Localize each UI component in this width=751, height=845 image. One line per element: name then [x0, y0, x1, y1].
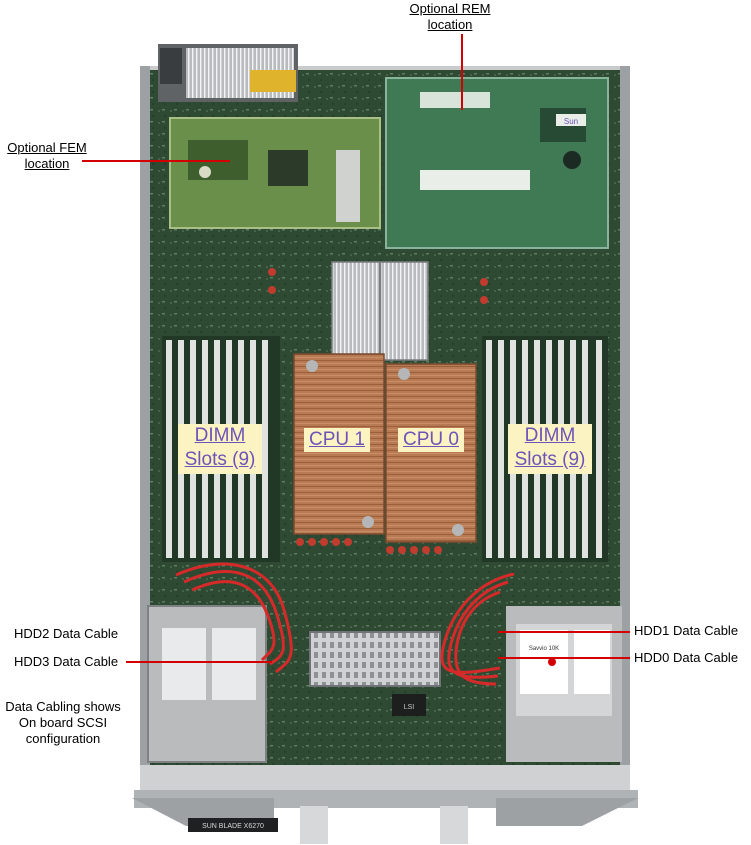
chip-brand: LSI [404, 704, 415, 711]
rem-leader-line [461, 34, 463, 110]
dimm-right-line1: DIMM [524, 425, 576, 446]
rem-callout-line1: Optional REM [409, 1, 491, 16]
dimm-left-line1: DIMM [194, 425, 246, 446]
hdd3-leader-line [126, 661, 272, 663]
cpu0-hotspot[interactable]: CPU 0 [398, 428, 464, 452]
savvio-label: Savvio 10K [529, 646, 559, 652]
dimm-left-line2: Slots (9) [184, 449, 256, 470]
hdd-bay-right: Savvio 10K [506, 606, 622, 762]
cabling-note: Data Cabling shows On board SCSI configu… [0, 699, 126, 747]
front-ejector: SUN BLADE X6270 [132, 765, 638, 844]
cabling-note-line1: Data Cabling shows [5, 699, 121, 714]
storage-controller-bracket: LSI [309, 631, 441, 716]
cabling-note-line2: On board SCSI [18, 715, 108, 730]
cpu0-heatsink [385, 363, 477, 543]
dimm-right-hotspot[interactable]: DIMM Slots (9) [508, 424, 592, 474]
hdd3-callout: HDD3 Data Cable [14, 654, 119, 669]
dimm-right-line2: Slots (9) [514, 449, 586, 470]
hdd2-callout: HDD2 Data Cable [14, 626, 119, 641]
dimm-left-hotspot[interactable]: DIMM Slots (9) [178, 424, 262, 474]
rear-connector [158, 44, 298, 102]
capacitor-row [268, 268, 488, 554]
hdd-bay-left [147, 605, 267, 763]
rem-callout-line2: location [427, 17, 473, 32]
cpu1-label: CPU 1 [309, 429, 365, 450]
chipset-heatsink [331, 261, 429, 361]
fem-leader-line [82, 160, 230, 162]
cpu0-label: CPU 0 [403, 429, 459, 450]
sas-data-cables [175, 562, 515, 686]
rem-card: Sun [385, 77, 609, 249]
hdd0-leader-line [498, 657, 630, 659]
blade-tag: SUN BLADE X6270 [202, 823, 264, 830]
hdd0-callout: HDD0 Data Cable [634, 650, 739, 665]
sun-logo-text: Sun [564, 117, 578, 126]
hdd1-callout: HDD1 Data Cable [634, 623, 739, 638]
hdd1-leader-line [498, 631, 630, 633]
cabling-note-line3: configuration [25, 731, 101, 746]
rem-callout: Optional REM location [395, 1, 505, 33]
fem-card [169, 117, 381, 229]
fem-callout-line2: location [24, 156, 70, 171]
cpu1-hotspot[interactable]: CPU 1 [304, 428, 370, 452]
fem-callout: Optional FEM location [0, 140, 94, 172]
fem-callout-line1: Optional FEM [7, 140, 87, 155]
